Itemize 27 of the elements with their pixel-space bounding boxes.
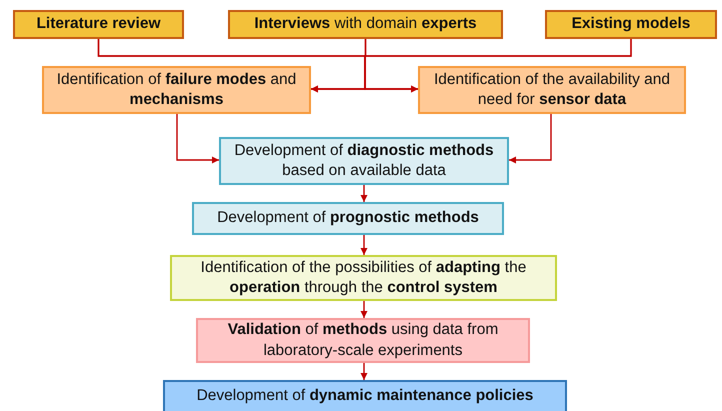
box-text: Literature review [36, 14, 161, 34]
box-text: Interviews with domain experts [254, 14, 477, 34]
arrow [509, 114, 552, 164]
arrow [176, 114, 219, 164]
box-text: Existing models [572, 14, 690, 34]
arrow [364, 39, 632, 92]
box-text: Identification of failure modes and mechanisms [56, 70, 298, 110]
process-box [163, 380, 567, 411]
source-box [13, 10, 184, 39]
box-text: Identification of the possibilities of adapting the operation through the control system [200, 258, 528, 298]
source-box [545, 10, 717, 39]
box-text: Identification of the availability and need for sensor data [432, 70, 672, 110]
arrow [360, 235, 368, 255]
process-box [170, 255, 557, 301]
process-box [196, 318, 530, 363]
box-text: Development of dynamic maintenance policies [196, 386, 534, 406]
process-box [219, 137, 509, 185]
arrow [360, 301, 368, 318]
process-box [42, 66, 311, 114]
arrow [360, 363, 368, 380]
process-box [418, 66, 686, 114]
source-box [228, 10, 503, 39]
arrow [360, 185, 368, 202]
box-text: Validation of methods using data from laboratory-scale experiments [226, 320, 500, 360]
box-text: Development of diagnostic methods based on available data [233, 140, 495, 181]
box-text: Development of prognostic methods [217, 208, 479, 228]
process-box [192, 202, 504, 235]
